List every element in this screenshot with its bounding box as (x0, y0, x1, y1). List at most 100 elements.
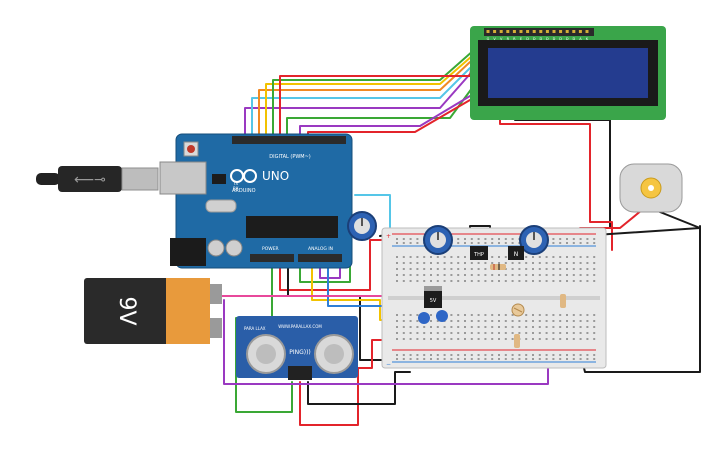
lcd-pin-label: D (533, 37, 536, 41)
thermistor[interactable]: THP (470, 246, 488, 260)
rail-minus-label: − (386, 361, 391, 368)
breadboard-hole (402, 320, 405, 322)
lcd-pin (559, 30, 563, 33)
breadboard-hole (423, 256, 426, 258)
breadboard-hole (504, 314, 507, 316)
breadboard-hole (491, 280, 494, 282)
breadboard-hole (450, 280, 453, 282)
breadboard-hole (457, 256, 460, 258)
breadboard-hole (572, 314, 575, 316)
breadboard-hole (402, 268, 405, 270)
breadboard-hole (559, 332, 562, 334)
breadboard-hole (518, 332, 521, 334)
breadboard-hole (511, 280, 514, 282)
breadboard-hole (579, 332, 582, 334)
breadboard-hole (511, 358, 514, 360)
lcd-pin-label: D (559, 37, 562, 41)
lcd-pin (512, 30, 516, 33)
resistor-2[interactable] (560, 294, 566, 308)
breadboard-hole (552, 314, 555, 316)
breadboard-hole (416, 274, 419, 276)
breadboard-hole (572, 326, 575, 328)
breadboard-hole (436, 256, 439, 258)
potentiometer-2[interactable] (423, 225, 453, 255)
capacitor-2[interactable] (436, 310, 448, 322)
ultrasonic-sensor[interactable]: WWW.PARALLAX.COM PARA LLAX PING))) (236, 316, 358, 380)
wire-lcd-yellow (265, 55, 473, 139)
battery-terminal-1 (210, 284, 222, 304)
breadboard-hole (409, 268, 412, 270)
breadboard-hole (409, 256, 412, 258)
breadboard-hole (416, 358, 419, 360)
breadboard-hole (477, 280, 480, 282)
breadboard-hole (457, 332, 460, 334)
breadboard-hole (470, 320, 473, 322)
battery-terminal-2 (210, 318, 222, 338)
breadboard-hole (457, 274, 460, 276)
breadboard-hole (579, 242, 582, 244)
breadboard-hole (572, 256, 575, 258)
breadboard-hole (402, 354, 405, 356)
breadboard-hole (416, 280, 419, 282)
breadboard-hole (484, 280, 487, 282)
breadboard-hole (409, 280, 412, 282)
arduino-uno[interactable]: DIGITAL (PWM~) UNO ARDUINO TX RX POWER A… (159, 133, 353, 269)
breadboard-hole (552, 326, 555, 328)
usb-plug (121, 167, 159, 191)
breadboard-hole (396, 268, 398, 270)
breadboard-hole (409, 242, 412, 244)
voltage-regulator[interactable]: 5V (424, 286, 442, 308)
breadboard-hole (477, 338, 480, 340)
digital-label: DIGITAL (PWM~) (269, 154, 311, 160)
photoresistor[interactable] (511, 303, 525, 317)
breadboard-hole (498, 256, 500, 258)
breadboard-hole (572, 354, 575, 356)
breadboard[interactable]: + − (381, 227, 607, 369)
breadboard-hole (423, 354, 426, 356)
breadboard-hole (450, 354, 453, 356)
breadboard-hole (545, 314, 548, 316)
potentiometer-1[interactable] (347, 211, 377, 241)
breadboard-hole (593, 314, 596, 316)
capacitor-1[interactable] (418, 312, 430, 324)
breadboard-hole (436, 262, 439, 264)
breadboard-hole (566, 238, 568, 240)
breadboard-hole (572, 242, 575, 244)
lcd-pin-label: D (572, 37, 575, 41)
breadboard-hole (518, 326, 521, 328)
breadboard-hole (538, 256, 541, 258)
breadboard-hole (498, 280, 500, 282)
breadboard-hole (498, 320, 500, 322)
breadboard-hole (396, 326, 398, 328)
breadboard-hole (491, 274, 494, 276)
lcd-pin (545, 30, 549, 33)
dc-motor[interactable] (619, 163, 683, 213)
breadboard-hole (491, 358, 494, 360)
breadboard-hole (409, 238, 412, 240)
lcd-pin (493, 30, 497, 33)
breadboard-hole (416, 320, 419, 322)
breadboard-hole (511, 314, 514, 316)
breadboard-hole (559, 238, 562, 240)
breadboard-hole (552, 280, 555, 282)
breadboard-hole (477, 354, 480, 356)
breadboard-hole (593, 280, 596, 282)
lcd-pin (565, 30, 569, 33)
breadboard-hole (586, 332, 589, 334)
atmega-chip (246, 216, 338, 238)
breadboard-hole (409, 320, 412, 322)
breadboard-hole (545, 332, 548, 334)
breadboard-hole (586, 268, 589, 270)
breadboard-hole (545, 256, 548, 258)
battery-9v[interactable]: 9V (84, 278, 222, 344)
transistor[interactable]: N (508, 246, 524, 260)
resistor-3[interactable] (514, 334, 520, 348)
potentiometer-3[interactable] (519, 225, 549, 255)
breadboard-hole (491, 256, 494, 258)
lcd-pin-label: R (513, 37, 516, 41)
breadboard-hole (559, 280, 562, 282)
lcd-pin (585, 30, 589, 33)
power-label: POWER (262, 246, 279, 252)
resistor-1[interactable] (490, 264, 506, 270)
